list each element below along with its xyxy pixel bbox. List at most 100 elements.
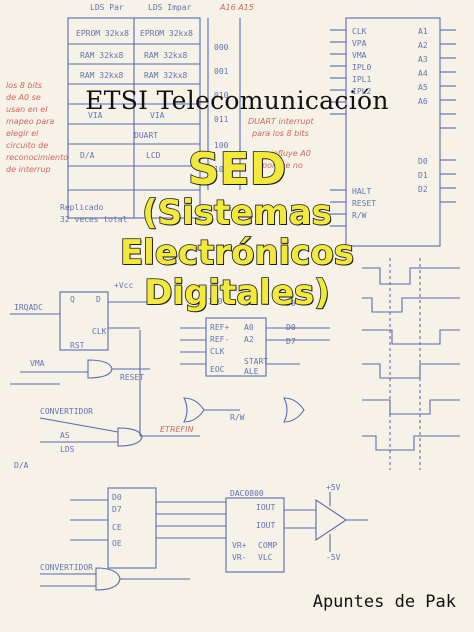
svg-text:EPROM 32kx8: EPROM 32kx8 xyxy=(76,29,129,38)
svg-text:LCD: LCD xyxy=(146,151,161,160)
svg-text:-5V: -5V xyxy=(326,553,341,562)
svg-text:HALT: HALT xyxy=(352,187,371,196)
svg-text:011: 011 xyxy=(214,115,229,124)
svg-text:COMP: COMP xyxy=(258,541,277,550)
svg-text:VMA: VMA xyxy=(30,359,45,368)
svg-text:START: START xyxy=(244,357,268,366)
svg-text:VR-: VR- xyxy=(232,553,246,562)
svg-text:D: D xyxy=(96,295,101,304)
and-gate-symbol xyxy=(87,359,113,379)
subject-title-line-2: Electrónicos xyxy=(119,233,355,273)
svg-text:010: 010 xyxy=(214,91,229,100)
svg-text:CLK: CLK xyxy=(352,27,367,36)
svg-text:D0: D0 xyxy=(418,157,428,166)
svg-text:VIA: VIA xyxy=(88,111,103,120)
svg-text:A1: A1 xyxy=(418,27,428,36)
svg-text:usan en el: usan en el xyxy=(6,105,48,114)
svg-text:001: 001 xyxy=(214,67,229,76)
svg-text:100: 100 xyxy=(214,141,229,150)
svg-text:D2: D2 xyxy=(418,185,428,194)
svg-text:VR+: VR+ xyxy=(232,541,247,550)
svg-text:no influye A0: no influye A0 xyxy=(258,149,311,158)
svg-text:REF+: REF+ xyxy=(210,323,229,332)
svg-text:RST: RST xyxy=(70,341,85,350)
svg-text:A4: A4 xyxy=(418,69,428,78)
institution-title: ETSI Telecomunicación xyxy=(85,86,389,115)
svg-text:D7: D7 xyxy=(112,505,122,514)
svg-text:ALE: ALE xyxy=(244,367,259,376)
svg-text:VIA: VIA xyxy=(150,111,165,120)
svg-text:101: 101 xyxy=(214,165,229,174)
adc-chip-outline xyxy=(205,317,267,377)
svg-text:A16 A15: A16 A15 xyxy=(219,3,254,12)
subject-acronym: SED xyxy=(187,144,287,195)
svg-text:A2: A2 xyxy=(244,335,254,344)
svg-text:elegir el: elegir el xyxy=(6,129,39,138)
svg-text:RAM 32kx8: RAM 32kx8 xyxy=(144,51,188,60)
svg-text:CLK: CLK xyxy=(210,347,225,356)
cpu-chip-outline xyxy=(345,17,441,247)
svg-text:VPA: VPA xyxy=(352,39,367,48)
svg-text:RESET: RESET xyxy=(120,373,144,382)
subject-title-line-1: (Sistemas xyxy=(141,193,332,233)
svg-text:R/W: R/W xyxy=(352,211,367,220)
subject-title-line-3: Digitales) xyxy=(143,273,330,313)
svg-text:32 veces total: 32 veces total xyxy=(60,215,128,224)
svg-text:LDS: LDS xyxy=(60,445,75,454)
svg-text:EPROM 32kx8: EPROM 32kx8 xyxy=(140,29,193,38)
svg-text:RAM 32kx8: RAM 32kx8 xyxy=(80,51,124,60)
svg-text:DUART: DUART xyxy=(134,131,158,140)
or-gate-symbol xyxy=(183,397,205,423)
op-amp-symbol xyxy=(315,498,347,542)
subject-title-block: SED (Sistemas Electrónicos Digitales) xyxy=(0,144,474,313)
svg-text:D0: D0 xyxy=(286,323,296,332)
svg-text:RESET: RESET xyxy=(352,199,376,208)
svg-text:R/W: R/W xyxy=(230,413,245,422)
svg-text:LDS Impar: LDS Impar xyxy=(148,3,192,12)
svg-text:D/A: D/A xyxy=(14,461,29,470)
svg-text:DUART interrupt: DUART interrupt xyxy=(248,117,315,126)
latch-chip-outline xyxy=(107,487,157,569)
svg-text:D1: D1 xyxy=(418,171,428,180)
svg-text:CONVERTIDOR: CONVERTIDOR xyxy=(40,563,93,572)
flip-flop-symbol xyxy=(59,291,109,351)
svg-text:VLC: VLC xyxy=(258,553,273,562)
svg-text:ETREFIN: ETREFIN xyxy=(160,425,194,434)
svg-text:D0: D0 xyxy=(286,299,296,308)
svg-text:D/A: D/A xyxy=(80,151,95,160)
svg-text:IN0: IN0 xyxy=(208,297,223,306)
svg-text:D0: D0 xyxy=(112,493,122,502)
svg-text:DAC0800: DAC0800 xyxy=(230,489,264,498)
svg-text:+5V: +5V xyxy=(326,483,341,492)
dac-chip-outline xyxy=(225,497,285,573)
svg-text:CE: CE xyxy=(112,523,122,532)
svg-text:Replicado: Replicado xyxy=(60,203,104,212)
svg-text:IPL0: IPL0 xyxy=(352,63,371,72)
svg-text:IPL1: IPL1 xyxy=(352,75,371,84)
svg-text:OE: OE xyxy=(112,539,122,548)
svg-text:reconocimiento: reconocimiento xyxy=(6,153,68,162)
svg-text:A6: A6 xyxy=(418,97,428,106)
svg-text:mapeo para: mapeo para xyxy=(6,117,54,126)
svg-text:para los 8 bits: para los 8 bits xyxy=(251,129,309,138)
svg-text:circuito de: circuito de xyxy=(6,141,48,150)
svg-text:RAM 32kx8: RAM 32kx8 xyxy=(144,71,188,80)
svg-text:A5: A5 xyxy=(418,83,428,92)
svg-text:000: 000 xyxy=(214,43,229,52)
svg-text:de A0 se: de A0 se xyxy=(6,93,41,102)
svg-text:A3: A3 xyxy=(418,55,428,64)
svg-text:LDS Par: LDS Par xyxy=(90,3,124,12)
svg-text:IRQADC: IRQADC xyxy=(14,303,43,312)
svg-text:D7: D7 xyxy=(286,337,296,346)
svg-text:de interrup: de interrup xyxy=(6,165,51,174)
svg-text:VMA: VMA xyxy=(352,51,367,60)
svg-text:porque no: porque no xyxy=(261,161,303,170)
svg-text:EOC: EOC xyxy=(210,365,225,374)
svg-text:CONVERTIDOR: CONVERTIDOR xyxy=(40,407,93,416)
svg-text:RAM 32kx8: RAM 32kx8 xyxy=(80,71,124,80)
svg-text:A2: A2 xyxy=(418,41,428,50)
svg-text:IOUT: IOUT xyxy=(256,521,275,530)
author-label: Apuntes de Pak xyxy=(312,592,456,612)
